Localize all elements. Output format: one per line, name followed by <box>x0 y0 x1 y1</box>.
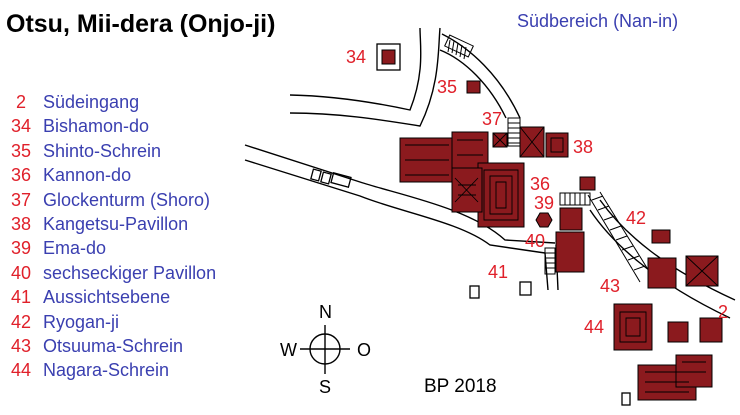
legend-label: Ryogan-ji <box>43 311 120 332</box>
roof-lines-south <box>645 361 706 393</box>
legend-number: 41 <box>10 287 32 308</box>
building-34-bishamon-do <box>381 49 396 65</box>
road-west-a <box>244 144 556 244</box>
gate-west-3 <box>330 172 352 188</box>
stair-lookout-steps <box>545 252 555 269</box>
lookout-box-1 <box>469 285 480 299</box>
stair-north-steps <box>447 39 467 60</box>
map-label-2: 2 <box>718 302 728 322</box>
building-40-hexagonal-pavilion <box>535 212 553 228</box>
legend-number: 39 <box>10 238 32 259</box>
bishamon-frame <box>376 43 401 71</box>
map-label-37: 37 <box>482 109 502 129</box>
map-label-34: 34 <box>346 47 366 67</box>
stair-kannon-steps <box>564 193 586 205</box>
map-label-43: 43 <box>600 276 620 296</box>
credit-text: BP 2018 <box>424 376 497 397</box>
shrine-south-post <box>621 392 631 406</box>
map-title: Otsu, Mii-dera (Onjo-ji) <box>6 10 276 38</box>
legend-label: Shinto-Schrein <box>43 140 162 161</box>
legend-label: Glockenturm (Shoro) <box>43 189 211 210</box>
map-label-39: 39 <box>534 193 554 213</box>
minor-structures <box>310 43 631 406</box>
legend-label: Bishamon-do <box>43 116 150 137</box>
map-label-38: 38 <box>573 137 593 157</box>
building-36-kannon-do <box>477 162 525 228</box>
building-44-nagara-annex-1 <box>667 321 689 343</box>
map-label-44: 44 <box>584 317 604 337</box>
roof-lines-38 <box>519 126 564 158</box>
legend-number: 43 <box>10 335 32 356</box>
legend-label: Ema-do <box>43 238 107 259</box>
compass-rose: N S W O <box>280 302 371 397</box>
compass-w: W <box>280 340 297 360</box>
path-arc-outer <box>441 33 521 119</box>
building-44-nagara-annex-2 <box>699 317 723 343</box>
lookout-box-2 <box>519 281 532 296</box>
building-42-ryogan-ji-2 <box>647 257 677 289</box>
legend-label: Kangetsu-Pavillon <box>43 213 189 234</box>
map-label-35: 35 <box>437 77 457 97</box>
stair-bell <box>507 117 521 147</box>
building-35-shinto-schrein <box>466 80 481 94</box>
stair-long-steps <box>591 195 646 271</box>
legend-number: 35 <box>10 140 32 161</box>
roof-lines-42 <box>685 255 719 287</box>
map-label-36: 36 <box>530 174 550 194</box>
legend-number: 34 <box>10 116 32 137</box>
legend-number: 40 <box>10 262 32 283</box>
legend-number: 36 <box>10 165 32 186</box>
legend-label: Otsuuma-Schrein <box>43 335 184 356</box>
path-south-east-b <box>599 199 736 301</box>
compass-s: S <box>319 377 331 397</box>
road-north-outer <box>289 27 422 111</box>
legend-label: Kannon-do <box>43 165 132 186</box>
buildings <box>381 49 723 401</box>
legend-number: 37 <box>10 189 32 210</box>
stairs <box>444 34 653 283</box>
gate-west-2 <box>320 171 332 185</box>
building-small-east <box>579 176 596 191</box>
stair-lookout <box>544 247 556 275</box>
roof-lines-hall <box>405 139 483 176</box>
map-number-labels: 34 35 37 38 36 39 40 42 41 43 2 44 <box>346 47 728 337</box>
building-39-ema-do <box>559 207 583 231</box>
legend-label: Aussichtsebene <box>43 287 171 308</box>
roof-lines-37 <box>492 132 508 148</box>
path-south-east-a <box>589 209 731 319</box>
map-label-40: 40 <box>525 231 545 251</box>
building-south-hall <box>555 231 585 273</box>
roof-lines-44 <box>619 311 647 343</box>
compass-n: N <box>319 302 332 322</box>
area-name: Südbereich (Nan-in) <box>517 11 679 31</box>
legend-label: Südeingang <box>43 92 140 112</box>
stair-bell-steps <box>508 122 520 144</box>
roof-details <box>405 126 719 393</box>
roof-lines-kannon <box>483 169 519 221</box>
legend-label: Nagara-Schrein <box>43 360 170 381</box>
stair-long <box>587 191 653 283</box>
building-38-kangetsu-2 <box>545 132 569 158</box>
compass-o: O <box>357 340 371 360</box>
legend-number: 2 <box>15 92 26 112</box>
map-label-42: 42 <box>626 208 646 228</box>
legend-label: sechseckiger Pavillon <box>43 262 217 283</box>
map-label-41: 41 <box>488 262 508 282</box>
legend-number: 44 <box>10 360 32 381</box>
legend-number: 38 <box>10 213 32 234</box>
road-west-b <box>244 159 546 254</box>
gate-west-1 <box>310 168 322 182</box>
roof-lines-wing <box>454 177 479 203</box>
building-42-ryogan-ji-1 <box>651 229 671 244</box>
legend-number: 42 <box>10 311 32 332</box>
road-north-inner <box>289 27 441 127</box>
path-arc-inner <box>439 49 507 119</box>
